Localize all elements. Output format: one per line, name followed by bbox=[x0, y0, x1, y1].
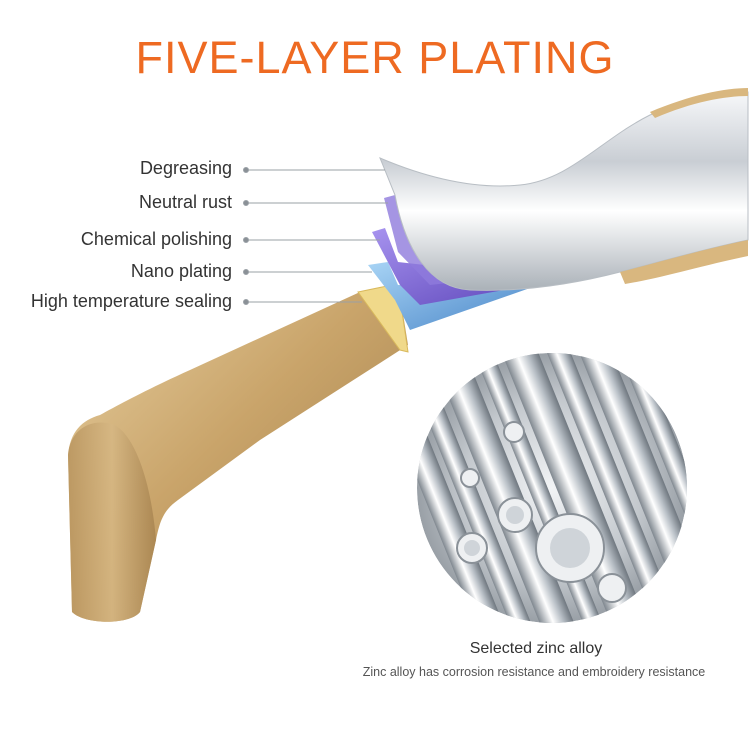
zinc-bars-image bbox=[417, 353, 687, 623]
leader-lines bbox=[243, 167, 388, 305]
layer-label-nano-plating: Nano plating bbox=[130, 261, 232, 281]
material-description: Zinc alloy has corrosion resistance and … bbox=[362, 665, 706, 679]
layer-label-chemical-polishing: Chemical polishing bbox=[80, 229, 232, 249]
handle-gold-end bbox=[68, 422, 156, 622]
layer-label-degreasing: Degreasing bbox=[139, 158, 232, 178]
layer-label-high-temperature-sealing: High temperature sealing bbox=[30, 291, 232, 311]
page-title: FIVE-LAYER PLATING bbox=[135, 32, 615, 83]
layer-label-neutral-rust: Neutral rust bbox=[138, 192, 232, 212]
handle-gold-rim bbox=[650, 88, 748, 118]
handle-gold-edge bbox=[620, 240, 748, 284]
material-name: Selected zinc alloy bbox=[469, 640, 603, 657]
